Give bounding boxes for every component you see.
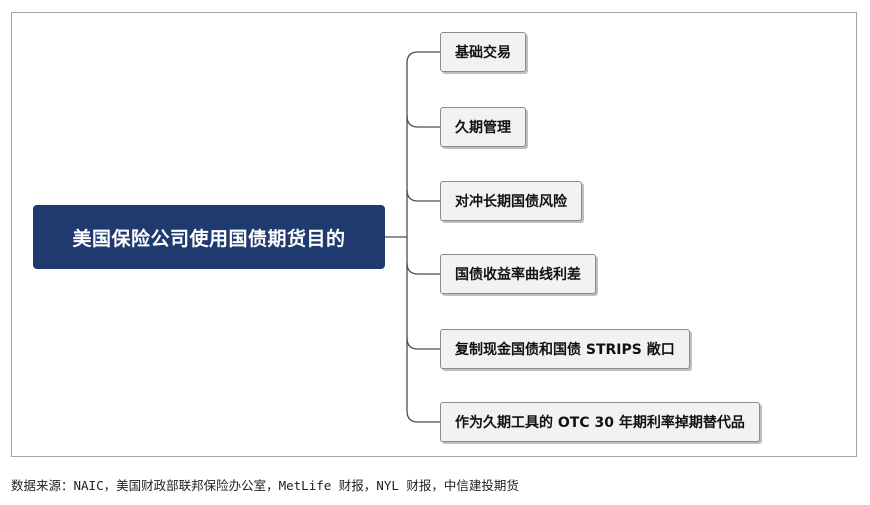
branch-node-basis-trading: 基础交易	[440, 32, 526, 72]
branch-connector	[406, 189, 440, 202]
branch-connector	[406, 262, 440, 275]
branch-connector	[406, 115, 440, 128]
source-note: 数据来源：NAIC，美国财政部联邦保险办公室，MetLife 财报，NYL 财报…	[11, 478, 519, 493]
branch-node-yield-curve-spread: 国债收益率曲线利差	[440, 254, 596, 294]
branch-connector	[406, 337, 440, 350]
branch-node-hedge-long-treasury-risk: 对冲长期国债风险	[440, 181, 582, 221]
branch-node-replicate-cash-treasury-strips: 复制现金国债和国债 STRIPS 敞口	[440, 329, 690, 369]
branch-node-duration-management: 久期管理	[440, 107, 526, 147]
vertical-trunk	[406, 51, 419, 423]
root-node: 美国保险公司使用国债期货目的	[33, 205, 385, 269]
branch-node-otc-30y-swap-substitute: 作为久期工具的 OTC 30 年期利率掉期替代品	[440, 402, 760, 442]
